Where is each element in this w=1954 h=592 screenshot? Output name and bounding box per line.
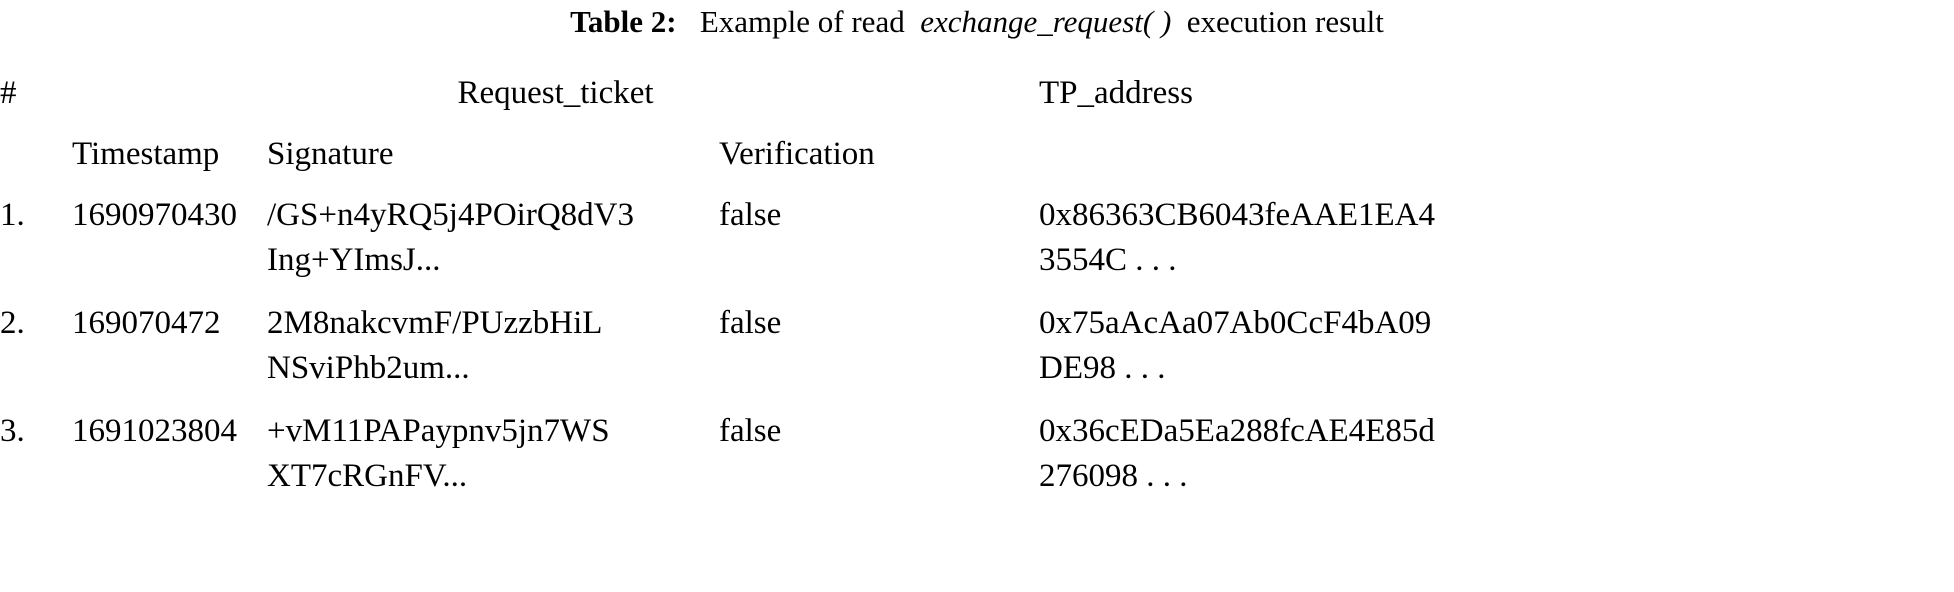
cell-tp-address-line1: 0x75aAcAa07Ab0CcF4bA09 (1039, 305, 1432, 341)
cell-timestamp: 169070472 (72, 305, 221, 341)
table-container: # Request_ticket TP_address Timestamp Si… (0, 52, 1954, 512)
table-subheader-row: Timestamp Signature Verification (0, 122, 1954, 180)
table-caption-text-before: Example of read (699, 4, 905, 39)
cell-signature-line2: XT7cRGnFV... (267, 458, 468, 494)
cell-timestamp: 1691023804 (72, 413, 237, 449)
table-caption-text-after: execution result (1186, 4, 1384, 39)
cell-signature-line1: +vM11PAPaypnv5jn7WS (267, 413, 610, 449)
cell-verification: false (719, 413, 782, 449)
header-col-number: # (0, 75, 17, 111)
cell-tp-address-line2: 3554C . . . (1039, 242, 1177, 278)
cell-signature-line2: Ing+YImsJ... (267, 242, 441, 278)
cell-tp-address-line1: 0x86363CB6043feAAE1EA4 (1039, 197, 1435, 233)
header-group-request-ticket: Request_ticket (457, 75, 654, 111)
bottom-rule-line (0, 508, 1954, 512)
cell-signature-line1: 2M8nakcvmF/PUzzbHiL (267, 305, 603, 341)
table-caption-emphasis: exchange_request( ) (920, 4, 1172, 39)
header-col-tp-address: TP_address (1039, 75, 1193, 111)
cell-row-number: 2. (0, 305, 25, 341)
table-caption-label: Table 2: (570, 4, 677, 39)
cell-row-number: 1. (0, 197, 25, 233)
cell-row-number: 3. (0, 413, 25, 449)
table-caption: Table 2: Example of read exchange_reques… (0, 2, 1954, 42)
cell-tp-address-line1: 0x36cEDa5Ea288fcAE4E85d (1039, 413, 1435, 449)
cell-tp-address: 0x36cEDa5Ea288fcAE4E85d 276098 . . . (1039, 400, 1954, 508)
cell-verification: false (719, 305, 782, 341)
cell-signature: /GS+n4yRQ5j4POirQ8dV3 Ing+YImsJ... (267, 184, 719, 292)
table-row: 1. 1690970430 /GS+n4yRQ5j4POirQ8dV3 Ing+… (0, 184, 1954, 292)
subheader-timestamp: Timestamp (72, 136, 220, 172)
table-row: 2. 169070472 2M8nakcvmF/PUzzbHiL NSviPhb… (0, 292, 1954, 400)
cell-tp-address-line2: 276098 . . . (1039, 458, 1188, 494)
cell-timestamp: 1690970430 (72, 197, 237, 233)
subheader-blank-number (0, 122, 72, 180)
subheader-verification: Verification (719, 136, 875, 172)
subheader-signature: Signature (267, 136, 394, 172)
table-header-group-row: # Request_ticket TP_address (0, 56, 1954, 122)
cell-signature: +vM11PAPaypnv5jn7WS XT7cRGnFV... (267, 400, 719, 508)
table-bottom-rule (0, 508, 1954, 512)
subheader-blank-address (1039, 122, 1954, 180)
results-table: # Request_ticket TP_address Timestamp Si… (0, 52, 1954, 512)
cell-verification: false (719, 197, 782, 233)
cell-signature-line1: /GS+n4yRQ5j4POirQ8dV3 (267, 197, 634, 233)
cell-signature: 2M8nakcvmF/PUzzbHiL NSviPhb2um... (267, 292, 719, 400)
cell-tp-address-line2: DE98 . . . (1039, 350, 1166, 386)
cell-tp-address: 0x75aAcAa07Ab0CcF4bA09 DE98 . . . (1039, 292, 1954, 400)
cell-tp-address: 0x86363CB6043feAAE1EA4 3554C . . . (1039, 184, 1954, 292)
table-row: 3. 1691023804 +vM11PAPaypnv5jn7WS XT7cRG… (0, 400, 1954, 508)
cell-signature-line2: NSviPhb2um... (267, 350, 470, 386)
